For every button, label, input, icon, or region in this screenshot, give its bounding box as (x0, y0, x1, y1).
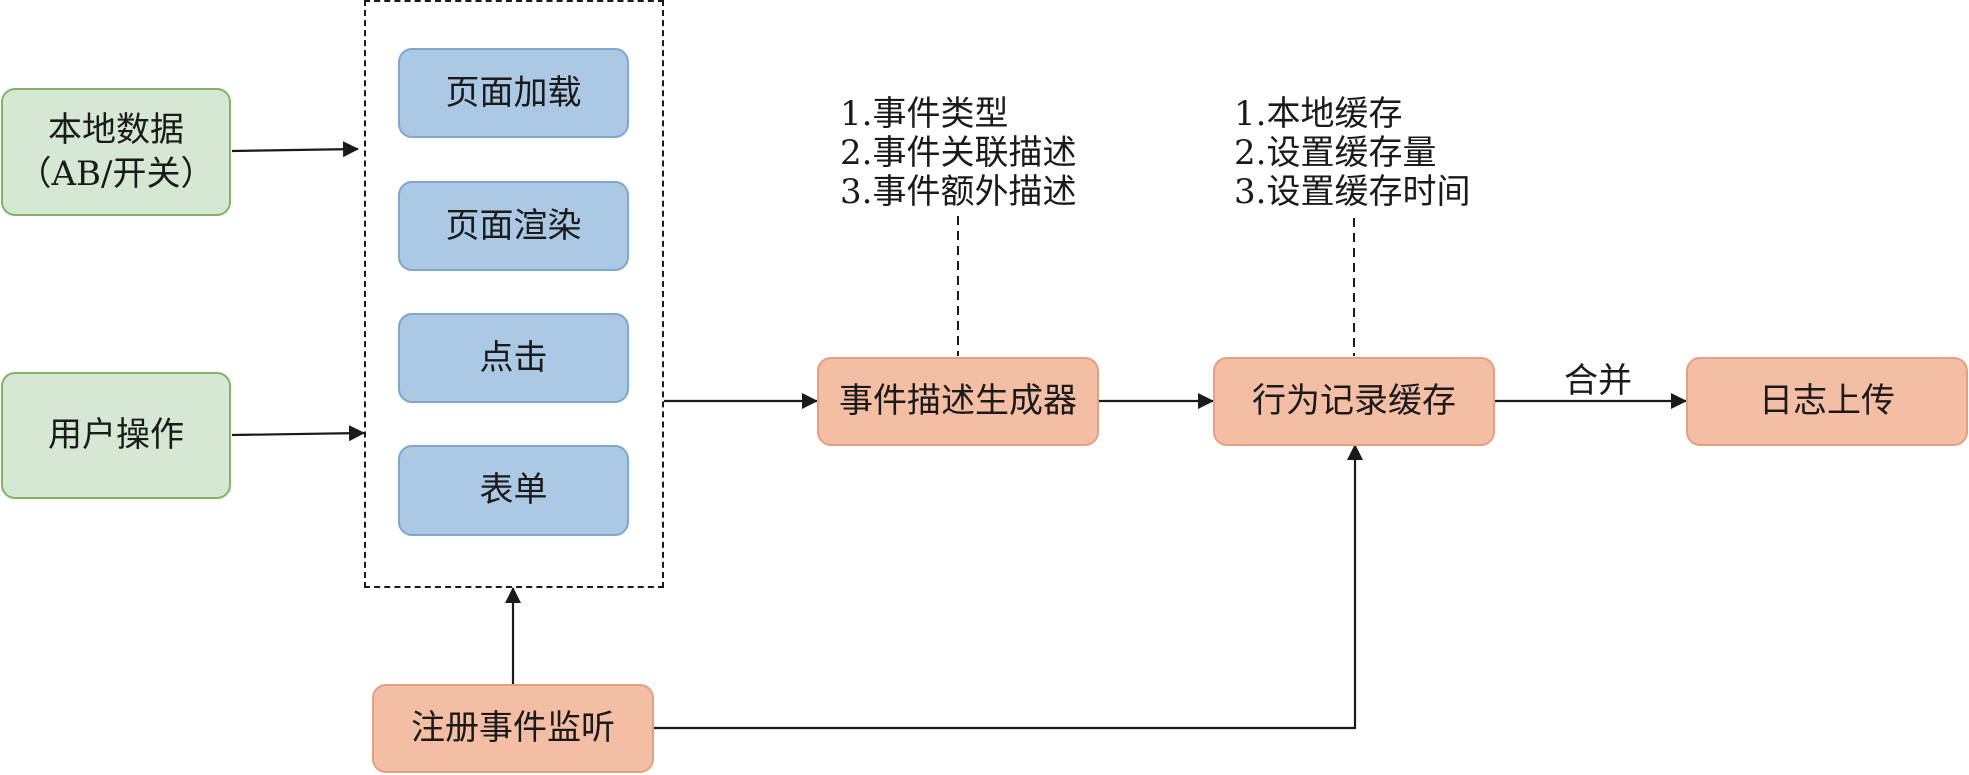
arrow-listener-to-cache (654, 444, 1363, 730)
event-types-group (364, 0, 664, 588)
cache-note-line: 3.设置缓存时间 (1234, 172, 1471, 212)
merge-label: 合并 (1564, 361, 1632, 401)
page-render-node: 页面渲染 (398, 181, 629, 271)
cache-note: 1.本地缓存 2.设置缓存量 3.设置缓存时间 (1234, 95, 1470, 212)
event-generator-node: 事件描述生成器 (817, 357, 1099, 446)
generator-note: 1.事件类型 2.事件关联描述 3.事件额外描述 (840, 95, 1076, 212)
form-node: 表单 (398, 445, 629, 536)
page-load-node: 页面加载 (398, 48, 629, 138)
behavior-cache-node: 行为记录缓存 (1213, 357, 1495, 446)
user-action-node: 用户操作 (1, 372, 231, 499)
generator-note-line: 3.事件额外描述 (840, 172, 1077, 212)
generator-note-line: 2.事件关联描述 (840, 133, 1077, 173)
log-upload-node: 日志上传 (1686, 357, 1968, 446)
click-node: 点击 (398, 313, 629, 403)
generator-note-line: 1.事件类型 (840, 94, 1009, 134)
register-listener-node: 注册事件监听 (372, 684, 654, 773)
arrow-local-data-to-group (231, 141, 359, 158)
cache-note-line: 1.本地缓存 (1234, 94, 1403, 134)
arrow-user-action-to-group (231, 425, 365, 442)
cache-note-line: 2.设置缓存量 (1234, 133, 1437, 173)
local-data-node: 本地数据 （AB/开关） (1, 88, 231, 216)
